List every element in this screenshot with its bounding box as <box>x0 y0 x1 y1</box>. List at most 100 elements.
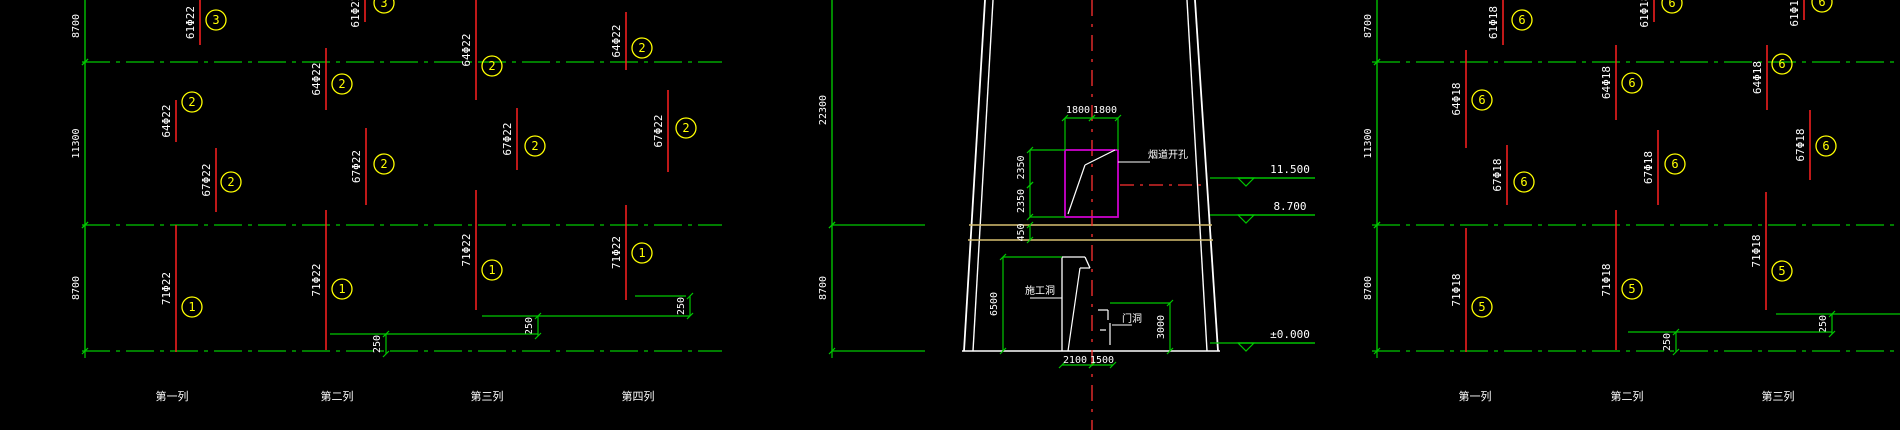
dim-tick <box>382 350 390 358</box>
rebar-mark-number: 6 <box>1671 157 1678 171</box>
rebar-label: 61Φ18 <box>1487 6 1500 39</box>
dim-6500-text: 6500 <box>989 292 1000 316</box>
rebar-mark-circle <box>1811 0 1833 13</box>
rebar-mark-circle <box>205 9 227 31</box>
dim-8700-text: 8700 <box>818 276 829 300</box>
rebar-mark-circle <box>373 0 395 14</box>
dim-2350-a-text: 2350 <box>1016 155 1027 179</box>
rebar-mark-circle <box>1471 89 1493 111</box>
rebar-mark-number: 2 <box>638 41 645 55</box>
dim-250-c-text: 250 <box>372 335 383 353</box>
rebar-label: 64Φ18 <box>1450 82 1463 115</box>
opening-diag <box>1067 164 1086 215</box>
dim-tick <box>382 330 390 338</box>
rebar-mark-circle <box>1471 296 1493 318</box>
rebar-mark-number: 3 <box>212 13 219 27</box>
rebar-mark-number: 3 <box>380 0 387 10</box>
rebar-label: 67Φ22 <box>652 114 665 147</box>
rebar-mark-circle <box>675 117 697 139</box>
chimney-outer-right <box>1194 0 1219 352</box>
rebar-mark-number: 6 <box>1818 0 1825 9</box>
rebar-mark-circle <box>481 55 503 77</box>
rebar-mark-number: 5 <box>1628 282 1635 296</box>
rebar-mark-number: 6 <box>1478 93 1485 107</box>
dim-250-a-text: 250 <box>676 297 687 315</box>
rebar-label: 64Φ22 <box>610 24 623 57</box>
rebar-label: 64Φ22 <box>460 33 473 66</box>
rebar-mark-circle <box>1815 135 1837 157</box>
chimney-inner-left <box>972 0 994 352</box>
chimney-inner-right <box>1186 0 1208 352</box>
rebar-label: 67Φ22 <box>350 150 363 183</box>
rebar-mark-number: 1 <box>338 282 345 296</box>
dim-3000-text: 3000 <box>1156 315 1167 339</box>
rebar-mark-number: 2 <box>227 175 234 189</box>
dim-250-b-text: 250 <box>1662 333 1673 351</box>
rebar-label: 64Φ18 <box>1600 66 1613 99</box>
dim-250-a-text: 250 <box>1818 315 1829 333</box>
rebar-mark-circle <box>373 153 395 175</box>
rebar-mark-circle <box>1771 260 1793 282</box>
rebar-mark-number: 1 <box>638 246 645 260</box>
column-label: 第二列 <box>321 389 354 403</box>
rebar-mark-circle <box>524 135 546 157</box>
dim-22300-text: 22300 <box>818 95 829 125</box>
rebar-mark-circle <box>631 242 653 264</box>
dim-tick <box>1672 328 1680 336</box>
rebar-label: 61Φ18 <box>1638 0 1651 28</box>
dim-tick <box>1373 347 1381 355</box>
rebar-mark-number: 6 <box>1628 76 1635 90</box>
column-label: 第二列 <box>1611 389 1644 403</box>
rebar-mark-number: 2 <box>188 95 195 109</box>
worker-hole-label: 施工洞 <box>1025 284 1055 297</box>
dim-tick <box>81 58 89 66</box>
rebar-label: 64Φ18 <box>1751 61 1764 94</box>
rebar-mark-number: 1 <box>488 263 495 277</box>
dim-tick <box>999 347 1007 355</box>
rebar-mark-circle <box>1621 72 1643 94</box>
rebar-label: 67Φ18 <box>1491 158 1504 191</box>
rebar-label: 67Φ22 <box>501 122 514 155</box>
dim-tick <box>1058 361 1066 369</box>
column-label: 第一列 <box>156 389 189 403</box>
rebar-label: 61Φ22 <box>184 6 197 39</box>
dim-2100-text: 2100 <box>1063 355 1087 366</box>
rebar-mark-number: 2 <box>380 157 387 171</box>
rebar-mark-circle <box>1621 278 1643 300</box>
dim-tick <box>1373 58 1381 66</box>
column-label: 第一列 <box>1459 389 1492 403</box>
dim-tick <box>81 347 89 355</box>
rebar-label: 61Φ18 <box>1788 0 1801 27</box>
dim-tick <box>1672 348 1680 356</box>
rebar-mark-number: 6 <box>1822 139 1829 153</box>
elevation-8700-text: 8.700 <box>1273 200 1306 213</box>
rebar-label: 71Φ18 <box>1750 234 1763 267</box>
rebar-mark-circle <box>220 171 242 193</box>
rebar-mark-number: 2 <box>488 59 495 73</box>
dim-tick <box>1026 221 1034 229</box>
column-label: 第四列 <box>622 389 655 403</box>
dim-middle-text: 11300 <box>1363 128 1374 158</box>
rebar-mark-circle <box>1664 153 1686 175</box>
rebar-label: 61Φ22 <box>349 0 362 28</box>
dim-tick <box>1026 236 1034 244</box>
rebar-label: 71Φ22 <box>160 272 173 305</box>
dim-top-text: 8700 <box>1363 14 1374 38</box>
dim-middle-text: 11300 <box>71 128 82 158</box>
rebar-mark-circle <box>181 91 203 113</box>
rebar-mark-number: 1 <box>188 300 195 314</box>
dim-bottom-text: 8700 <box>71 276 82 300</box>
rebar-label: 71Φ22 <box>460 233 473 266</box>
dim-450-text: 450 <box>1016 223 1027 241</box>
dim-tick <box>1373 221 1381 229</box>
flue-opening-rect <box>1064 149 1119 218</box>
dim-tick <box>1088 361 1096 369</box>
dim-tick <box>1109 361 1117 369</box>
rebar-label: 71Φ18 <box>1450 273 1463 306</box>
rebar-mark-number: 6 <box>1778 57 1785 71</box>
rebar-label: 71Φ18 <box>1600 263 1613 296</box>
elevation-0-text: ±0.000 <box>1270 328 1310 341</box>
rebar-label: 64Φ22 <box>310 62 323 95</box>
rebar-label: 67Φ22 <box>200 163 213 196</box>
